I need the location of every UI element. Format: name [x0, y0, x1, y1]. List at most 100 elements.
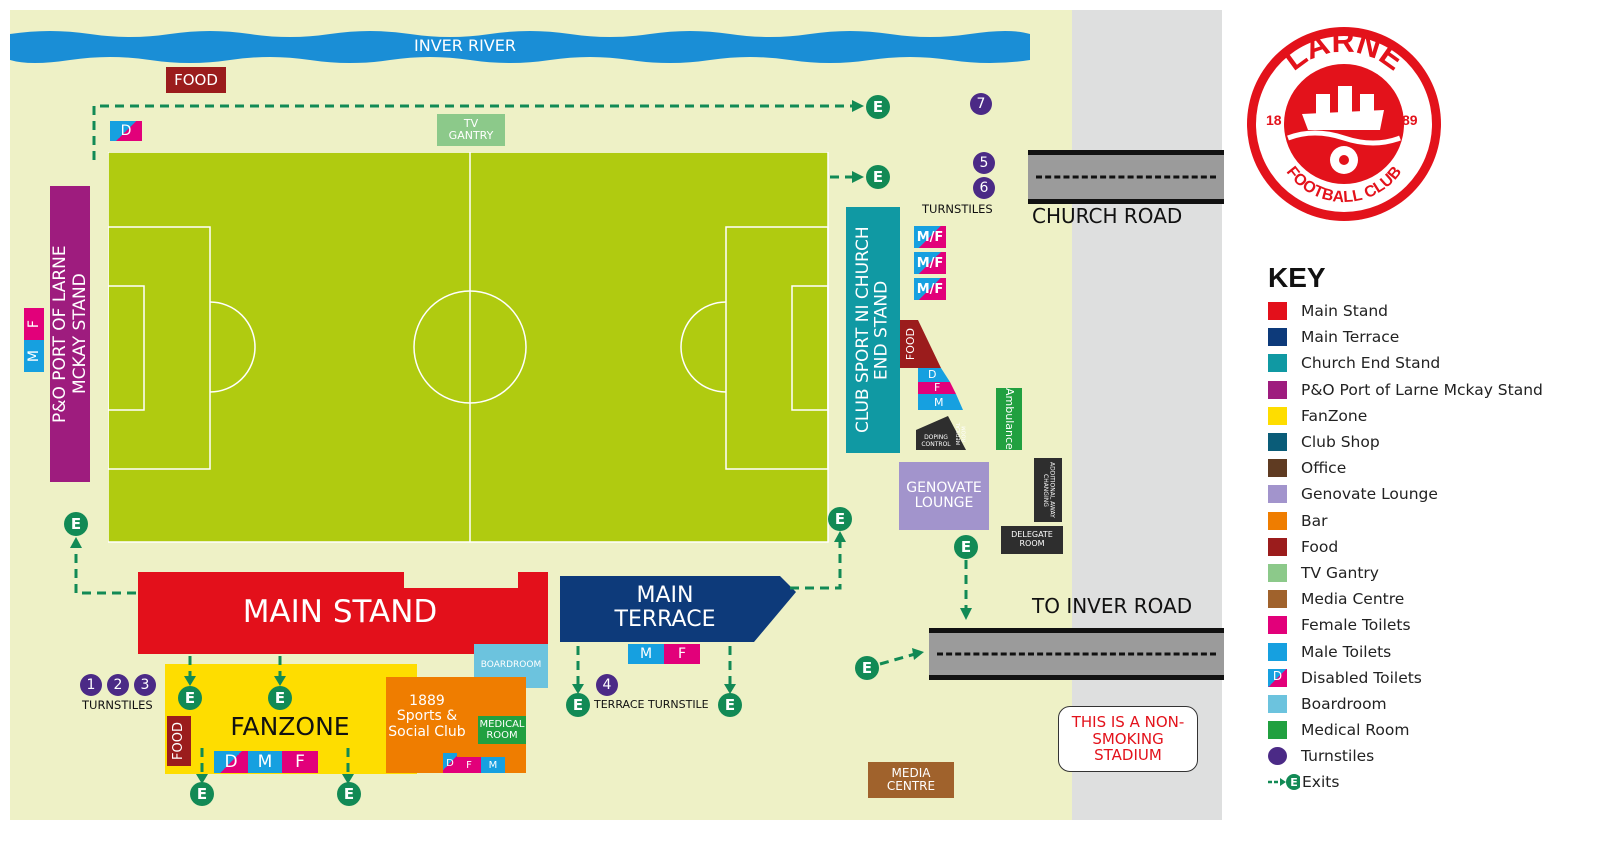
key-item-label: Medical Room: [1301, 721, 1410, 740]
key-item: E Exits: [1268, 769, 1598, 795]
female-toilet: F: [282, 751, 318, 773]
key-item-label: Office: [1301, 459, 1347, 478]
key-item-label: Food: [1301, 537, 1339, 556]
key-item-label: Club Shop: [1301, 433, 1380, 452]
key-item: Boardroom: [1268, 691, 1598, 717]
male-toilet: M: [934, 396, 944, 409]
color-swatch: [1268, 485, 1287, 504]
exit-arrow: [274, 676, 286, 686]
turnstile-2: 2: [107, 674, 129, 696]
key-item-label: FanZone: [1301, 406, 1368, 425]
additional-away-changing: ADDITIONAL AWAY CHANGING: [1034, 458, 1062, 522]
mf-toilet: M/F: [914, 252, 946, 274]
church-end-facilities: [900, 320, 966, 450]
mf-toilet: M/F: [914, 278, 946, 300]
female-toilet: F: [934, 381, 941, 394]
fanzone-label: FANZONE: [230, 712, 350, 742]
male-toilet: M: [628, 644, 664, 664]
key-title: KEY: [1268, 262, 1326, 293]
exit-routes: [70, 100, 972, 784]
exit-arrow: [834, 531, 846, 542]
terrace-turnstile-label: TERRACE TURNSTILE: [594, 698, 709, 711]
turnstile-3: 3: [134, 674, 156, 696]
inver-road: [929, 628, 1224, 680]
medical-room: MEDICAL ROOM: [478, 716, 526, 744]
color-swatch: [1268, 511, 1287, 530]
inver-road-label: TO INVER ROAD: [1032, 594, 1193, 618]
turnstile-7: 7: [970, 93, 992, 115]
exit-arrow: [852, 100, 864, 112]
male-toilet: M: [248, 751, 282, 773]
tv-gantry: TV GANTRY: [437, 114, 505, 146]
key-item-label: Boardroom: [1301, 694, 1387, 713]
color-swatch: [1268, 694, 1287, 713]
key-item-label: Male Toilets: [1301, 642, 1392, 661]
exit-icon: E: [566, 693, 590, 717]
svg-text:E: E: [1290, 776, 1298, 789]
exit-route: [74, 545, 136, 595]
ambulance: Ambulance: [996, 388, 1022, 450]
exit-icon: E: [866, 95, 890, 119]
male-toilet: M: [481, 757, 505, 773]
exit-icon: E: [337, 782, 361, 806]
disabled-toilet: D: [443, 753, 457, 773]
main-stand-shape: [138, 572, 548, 654]
disabled-toilet-icon: D: [1268, 668, 1287, 687]
key-item-label: Exits: [1302, 773, 1340, 792]
turnstile-1: 1: [80, 674, 102, 696]
turnstiles-label: TURNSTILES: [82, 698, 153, 712]
river-label: INVER RIVER: [414, 36, 516, 56]
color-swatch: [1268, 590, 1287, 609]
key-item-label: TV Gantry: [1301, 563, 1379, 582]
key-item: TV Gantry: [1268, 560, 1598, 586]
church-road: [1028, 150, 1224, 204]
exit-icon: E: [190, 782, 214, 806]
female-toilet: F: [664, 644, 700, 664]
color-swatch: [1268, 537, 1287, 556]
key-item: Club Shop: [1268, 429, 1598, 455]
exit-arrow: [572, 684, 584, 694]
key-item: Church End Stand: [1268, 350, 1598, 376]
exit-route: [879, 652, 916, 666]
disabled-toilet: D: [928, 368, 937, 381]
food-kiosk: FOOD: [166, 67, 226, 93]
exit-arrow: [912, 648, 924, 660]
svg-text:89: 89: [1402, 112, 1418, 128]
mf-toilet: M/F: [914, 226, 946, 248]
exit-route: [92, 104, 858, 160]
key-item-label: Genovate Lounge: [1301, 485, 1438, 504]
po-port-of-larne-mckay-stand: P&O PORT OF LARNE MCKAY STAND: [50, 186, 90, 482]
key-item: Office: [1268, 455, 1598, 481]
color-swatch: [1268, 721, 1287, 740]
exit-arrow: [70, 537, 82, 548]
color-swatch: [1268, 616, 1287, 635]
church-road-label: CHURCH ROAD: [1032, 204, 1183, 228]
female-toilet: F: [457, 757, 481, 773]
turnstiles-label: TURNSTILES: [922, 202, 993, 216]
key-item: Media Centre: [1268, 586, 1598, 612]
disabled-toilet: D: [214, 751, 248, 773]
key-item-label: Turnstiles: [1301, 747, 1375, 766]
key-item-label: Main Terrace: [1301, 328, 1400, 347]
key-item: FanZone: [1268, 403, 1598, 429]
color-swatch: [1268, 354, 1287, 373]
key-item: Genovate Lounge: [1268, 481, 1598, 507]
key-item-label: Bar: [1301, 511, 1328, 530]
key-item: Main Stand: [1268, 298, 1598, 324]
key-item: Turnstiles: [1268, 743, 1598, 769]
main-terrace: MAIN TERRACE: [614, 582, 716, 632]
media-centre: MEDIA CENTRE: [868, 762, 954, 798]
exit-icon: E: [268, 686, 292, 710]
main-stand: MAIN STAND: [242, 593, 438, 630]
turnstile-5: 5: [973, 152, 995, 174]
key-item: Male Toilets: [1268, 638, 1598, 664]
exit-icon: E: [866, 165, 890, 189]
key-item: Food: [1268, 534, 1598, 560]
pitch: [108, 152, 829, 543]
exit-arrow: [184, 676, 196, 686]
doping-control: DOPING CONTROL: [921, 434, 951, 448]
inver-river: [10, 31, 1030, 63]
exit-icon: E: [1268, 773, 1302, 791]
